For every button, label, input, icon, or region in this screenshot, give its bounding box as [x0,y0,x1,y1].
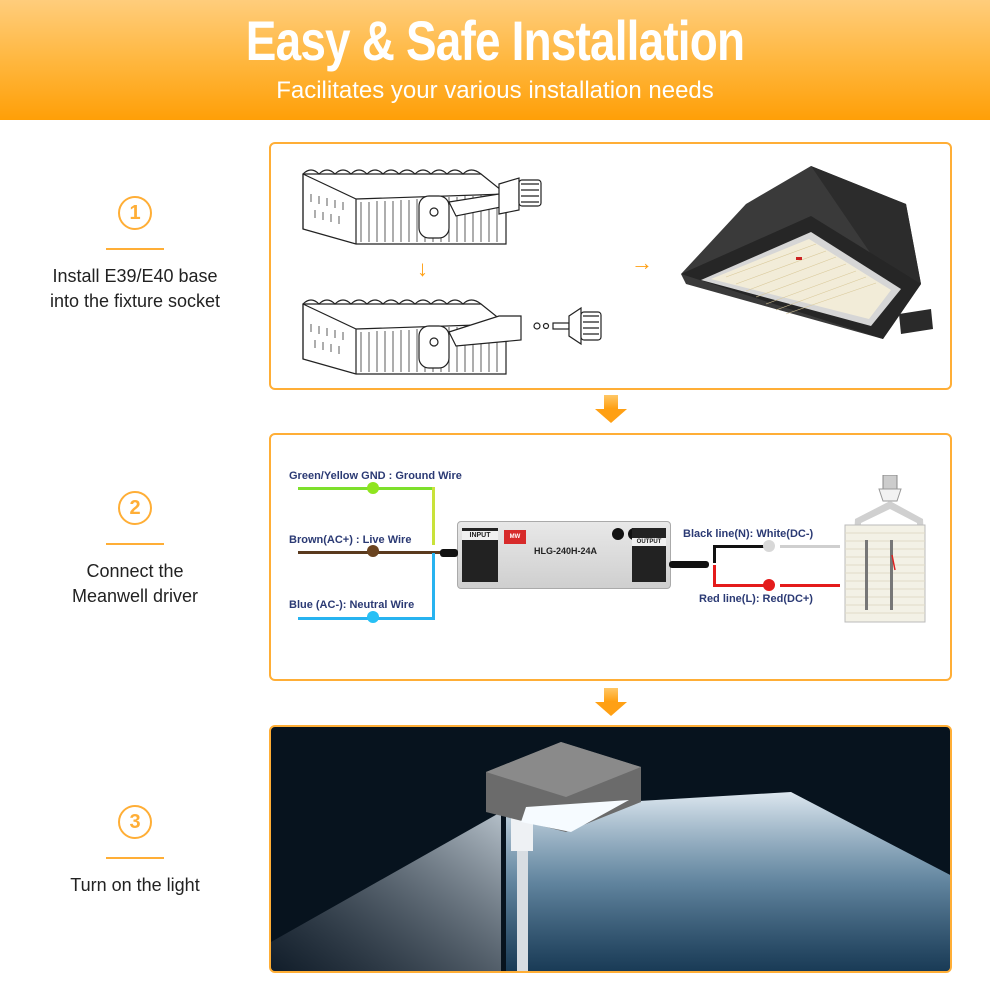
black-wire [713,545,768,548]
right-arrow-icon: → [631,250,653,275]
neutral-wire-label: Blue (AC-): Neutral Wire [289,599,415,611]
step-divider [106,543,164,545]
white-dc-wire [780,545,840,548]
red-wire [713,584,768,587]
step-1: 1 Install E39/E40 base into the fixture … [0,196,270,314]
step-divider [106,248,164,250]
page-subtitle: Facilitates your various installation ne… [276,77,714,104]
neutral-wire [298,617,433,620]
page-title: Easy & Safe Installation [245,9,745,72]
red-dc-wire [780,584,840,587]
step-1-text: Install E39/E40 base into the fixture so… [49,266,221,311]
red-dc-dot [763,579,775,591]
live-wire [298,551,460,554]
red-line-label: Red line(L): Red(DC+) [699,593,813,605]
step-number-3: 3 [118,805,152,839]
live-wire-dot [367,545,379,557]
driver-model: HLG-240H-24A [534,546,598,556]
retrofit-lamp-image [844,475,926,623]
neutral-wire-vertical [432,553,435,620]
step-number-2: 2 [118,491,152,525]
driver-output-cable [669,561,709,568]
header-banner: Easy & Safe Installation Facilitates you… [0,0,990,120]
install-base-panel: ↓ → [269,142,952,390]
step-arrow-down-icon [595,688,627,718]
red-wire-vertical [713,565,716,586]
live-wire-label: Brown(AC+) : Live Wire [289,534,412,546]
black-line-label: Black line(N): White(DC-) [683,528,814,540]
shoebox-fixture-image [681,166,933,339]
step-divider [106,857,164,859]
step-number-1: 1 [118,196,152,230]
retrofit-module-illustration: ↓ → [302,166,933,375]
neutral-wire-dot [367,611,379,623]
meanwell-driver: INPUT MW HLG-240H-24A OUTPUT [457,521,671,589]
driver-output-label: OUTPUT [632,528,666,582]
ground-wire-vertical [432,487,435,545]
pole-light-night-image [271,742,950,971]
step-3: 3 Turn on the light [0,805,270,898]
step-2-text: Connect the Meanwell driver [71,561,199,606]
meanwell-logo: MW [504,530,526,544]
ground-wire [298,487,433,490]
driver-adjust-knob [612,528,624,540]
white-dc-dot [763,540,775,552]
step-2: 2 Connect the Meanwell driver [0,491,270,609]
black-wire-vertical [713,545,716,563]
driver-input-label: INPUT [462,528,498,582]
ground-wire-label: Green/Yellow GND : Ground Wire [289,470,462,482]
driver-input-cable [440,549,458,557]
step-3-text: Turn on the light [70,875,200,895]
step-arrow-down-icon [595,395,627,425]
down-arrow-icon: ↓ [417,256,428,281]
ground-wire-dot [367,482,379,494]
light-on-panel [269,725,952,973]
